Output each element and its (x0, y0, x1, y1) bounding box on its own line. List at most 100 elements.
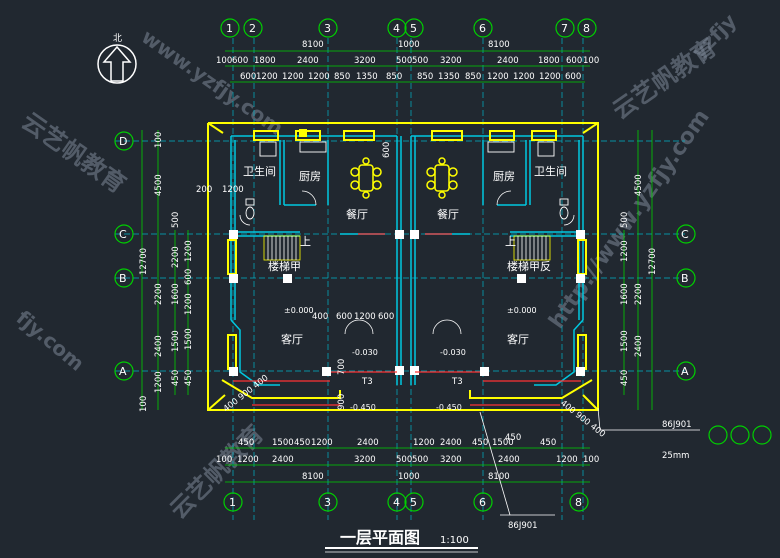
detail-circle-2-icon (730, 425, 750, 445)
dim-top-r2-9: 850 (465, 72, 481, 82)
dim-bot-r1-8: 1500 (492, 438, 514, 448)
room-living-left: 客厅 (281, 332, 303, 346)
dim-left-4: 2400 (154, 335, 164, 357)
detail-circle-3-icon (752, 425, 772, 445)
dim-lines-top (225, 50, 590, 83)
axis-7-top: 7 (561, 22, 568, 35)
dim-top-r2-11: 1200 (513, 72, 535, 82)
dim-top-r2-0: 600 (240, 72, 256, 82)
dim-bot-r2-4: 500 (396, 455, 412, 465)
axis-6-bottom: 6 (479, 496, 486, 509)
dim-top-r1-4: 3200 (354, 56, 376, 66)
room-bath-left: 卫生间 (243, 164, 276, 178)
watermark-4: 云艺帆教育 (164, 420, 269, 525)
bay-dim-left: 400 900 400 (222, 373, 271, 414)
living-dim-0: 400 (312, 312, 328, 322)
dim-left-5: 1200 (154, 371, 164, 393)
axis-A-left: A (119, 365, 127, 378)
dim-top-r1-11: 100 (583, 56, 599, 66)
stair-right (513, 235, 551, 261)
dim-top-r1-1: 600 (232, 56, 248, 66)
dim-top-r1-7: 3200 (440, 56, 462, 66)
dim-top-r1-10: 600 (566, 56, 582, 66)
axis-8-top: 8 (583, 22, 590, 35)
room-labels: 卫生间 厨房 餐厅 楼梯甲 客厅 上 卫生间 厨房 餐厅 楼梯甲反 客厅 上 (243, 164, 567, 346)
room-bath-right: 卫生间 (534, 164, 567, 178)
axis-3-top: 3 (324, 22, 331, 35)
dim-right-in-3: 1500 (620, 330, 630, 352)
axis-D-left: D (119, 135, 127, 148)
axis-4-top: 4 (393, 22, 400, 35)
dim-top-r2-12: 1200 (539, 72, 561, 82)
dim-top-r2-8: 1350 (438, 72, 460, 82)
north-arrow-icon: 北 (97, 33, 137, 84)
walls (230, 135, 584, 386)
dim-top-r1-9: 1800 (538, 56, 560, 66)
dim-right-in-4: 450 (620, 370, 630, 386)
axis-labels-side: D C B A C B A (119, 135, 689, 378)
axis-bubbles-bottom (223, 492, 589, 512)
dim-left-in-4: 450 (171, 370, 181, 386)
dim-left-6: 100 (139, 396, 149, 412)
axis-1-bottom: 1 (229, 496, 236, 509)
dim-bot-r2-8: 1200 (556, 455, 578, 465)
axis-C-right: C (681, 228, 689, 241)
dim-bot-total-1: 8100 (302, 472, 324, 482)
axis-labels-bottom: 1 3 4 5 6 8 (229, 496, 582, 509)
door-dim-700: 700 (337, 359, 347, 375)
dim-right-in-2: 1600 (620, 283, 630, 305)
dim-right-0: 4500 (634, 174, 644, 196)
dim-left-in2-4: 450 (184, 370, 194, 386)
dim-top-r2-13: 600 (565, 72, 581, 82)
dim-top-r2-10: 1200 (487, 72, 509, 82)
red-lines (233, 233, 581, 406)
level-000-right: ±0.000 (507, 306, 537, 315)
dim-bot-r2-5: 500 (412, 455, 428, 465)
room-dining-right: 餐厅 (437, 207, 459, 221)
dim-right-3: 2400 (634, 335, 644, 357)
dim-lines-side (141, 130, 653, 410)
dim-left-in2-3: 1500 (184, 328, 194, 350)
bath-fixtures-right-icon (487, 141, 569, 220)
axis-5-bottom: 5 (410, 496, 417, 509)
axis-6-top: 6 (479, 22, 486, 35)
dining-table-left-icon (350, 157, 382, 199)
dim-text-right: 4500 12700 2200 2400 500 1200 1600 1500 … (620, 174, 658, 386)
detail-ref-bottom: 86J901 (479, 411, 555, 531)
axis-B-left: B (119, 272, 127, 285)
drawing-title: 一层平面图 1:100 (325, 528, 478, 553)
axis-labels-top: 1 2 3 4 5 6 7 8 (226, 22, 590, 35)
level-000-left: ±0.000 (284, 306, 314, 315)
level-003-left: -0.030 (352, 348, 378, 357)
dim-bot-r1-1: 1500 (272, 438, 294, 448)
axis-bubbles-top (220, 18, 597, 38)
dim-bot-r2-7: 2400 (498, 455, 520, 465)
dining-table-right-icon (426, 157, 458, 199)
dim-top-total-2: 1000 (398, 40, 420, 50)
dim-win-600: 600 (382, 142, 392, 158)
living-dim-1: 600 (336, 312, 352, 322)
doors (239, 190, 575, 335)
stair-left (263, 235, 301, 261)
dim-left-3: 2200 (154, 283, 164, 305)
level-003-right: -0.030 (440, 348, 466, 357)
dim-top-r2-1: 1200 (256, 72, 278, 82)
level-045-left: -0.450 (350, 403, 376, 412)
axis-3-bottom: 3 (324, 496, 331, 509)
dim-bot-r2-2: 2400 (272, 455, 294, 465)
dim-right-in-0: 500 (620, 212, 630, 228)
dim-top-r1-5: 500 (396, 56, 412, 66)
north-label: 北 (113, 33, 122, 44)
dim-top-r2-4: 850 (334, 72, 350, 82)
room-kitchen-left: 厨房 (299, 170, 321, 183)
columns (229, 230, 585, 376)
dim-bot-r2-6: 3200 (440, 455, 462, 465)
living-dim-2: 1200 (354, 312, 376, 322)
axis-A-right: A (681, 365, 689, 378)
dim-left-0: 100 (154, 132, 164, 148)
dim-450-right: 450 (505, 433, 521, 443)
dim-bot-r1-2: 450 (294, 438, 310, 448)
dim-left-in2-2: 1200 (184, 293, 194, 315)
dim-bot-r2-3: 3200 (354, 455, 376, 465)
room-dining-left: 餐厅 (346, 207, 368, 221)
